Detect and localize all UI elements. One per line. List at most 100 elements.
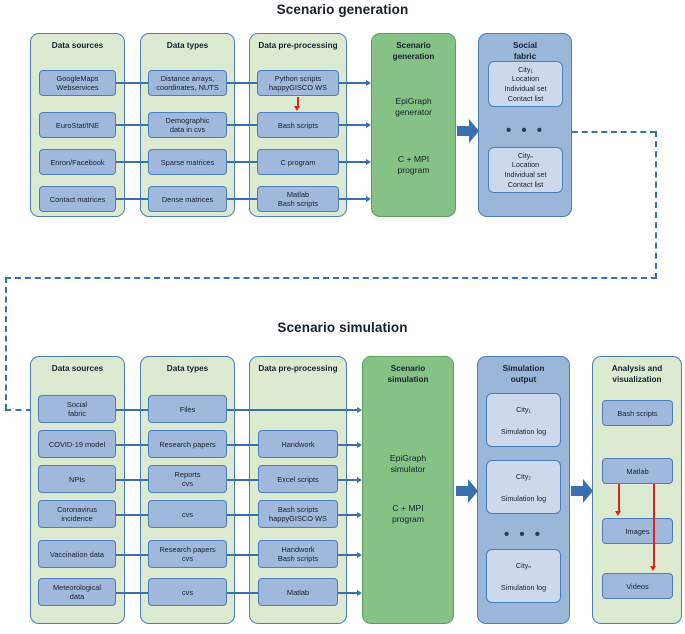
column-header-sim-simulation-output: Simulation output	[502, 364, 545, 384]
node-label: Distance arrays, coordinates, NUTS	[156, 74, 219, 92]
node-label: City₁ Location Individual set Contact li…	[504, 64, 547, 103]
node-label: Reports cvs	[174, 470, 201, 488]
node-gen-type-2: Sparse matrices	[148, 149, 227, 175]
node-sim-analysis-2: Images	[602, 518, 673, 544]
connector-sim-t5-p5	[227, 592, 258, 594]
column-header-gen-scenario-generation: Scenario generation	[392, 41, 435, 61]
node-label: Videos	[626, 581, 649, 591]
node-label: Research papers cvs	[159, 545, 216, 563]
node-sim-analysis-1: Matlab	[602, 458, 673, 484]
node-gen-preproc-0: Python scripts happyGISCO WS	[257, 70, 339, 96]
arrowhead-sim-p4	[357, 551, 362, 558]
node-label: City₂ Simulation log	[500, 471, 547, 503]
node-label: Vaccination data	[49, 549, 105, 559]
arrowhead-sim-p2	[357, 476, 362, 483]
node-sim-analysis-3: Videos	[602, 573, 673, 599]
red-arrow-line-gen	[297, 97, 300, 107]
node-sim-city-2: City₂ Simulation log	[486, 460, 561, 514]
gen-process-text-top: EpiGraph generator	[395, 96, 432, 117]
node-label: Matlab	[626, 466, 649, 476]
node-sim-preproc-2: Excel scripts	[258, 465, 338, 493]
gen-process-text-bottom: C + MPI program	[397, 154, 430, 175]
node-gen-city-n: Cityₙ Location Individual set Contact li…	[488, 147, 563, 193]
gen-social-fabric-ellipsis: • • •	[505, 122, 546, 139]
connector-sim-s0-t0	[116, 409, 148, 411]
arrowhead-gen-p2	[366, 158, 371, 165]
connector-sim-s3-t3	[116, 514, 148, 516]
node-gen-source-2: Enron/Facebook	[39, 149, 116, 175]
node-sim-type-4: Research papers cvs	[148, 540, 227, 568]
node-sim-city-1: City₁ Simulation log	[486, 393, 561, 447]
node-sim-source-3: Coronavirus incidence	[38, 500, 116, 528]
node-label: Bash scripts	[277, 120, 319, 130]
node-sim-preproc-3: Bash scripts happyGISCO WS	[258, 500, 338, 528]
node-gen-source-1: EuroStat/INE	[39, 112, 116, 138]
node-sim-source-2: NPIs	[38, 465, 116, 493]
node-sim-source-0: Social fabric	[38, 395, 116, 423]
arrowhead-sim-p5	[357, 589, 362, 596]
connector-sim-s2-t2	[116, 479, 148, 481]
column-header-gen-data-sources: Data sources	[51, 41, 104, 50]
connector-gen-s3-t3	[116, 198, 148, 200]
connector-sim-t4-p4	[227, 554, 258, 556]
node-sim-type-1: Research papers	[148, 430, 227, 458]
node-label: C program	[280, 157, 316, 167]
feedback-path-seg-left	[5, 277, 7, 410]
connector-sim-p5-proc	[338, 592, 357, 594]
connector-sim-p4-proc	[338, 554, 357, 556]
node-gen-type-1: Demographic data in cvs	[148, 112, 227, 138]
node-label: Matlab Bash scripts	[277, 190, 319, 208]
node-label: Images	[625, 526, 650, 536]
arrowhead-sim-t0	[357, 406, 362, 413]
node-label: EuroStat/INE	[55, 120, 100, 130]
arrowhead-gen-p1	[366, 121, 371, 128]
block-arrow-output-to-analysis	[571, 478, 593, 504]
node-sim-type-2: Reports cvs	[148, 465, 227, 493]
node-label: Contact matrices	[49, 194, 106, 204]
connector-gen-t3-p3	[227, 198, 257, 200]
connector-sim-t1-p1	[227, 444, 258, 446]
node-label: Bash scripts happyGISCO WS	[269, 505, 327, 523]
node-label: Excel scripts	[277, 474, 319, 484]
node-label: City₁ Simulation log	[500, 404, 547, 436]
node-label: Demographic data in cvs	[165, 116, 210, 134]
node-sim-type-3: cvs	[148, 500, 227, 528]
node-gen-source-3: Contact matrices	[39, 186, 116, 212]
feedback-path-seg-bottom	[5, 409, 32, 411]
node-sim-source-4: Vaccination data	[38, 540, 116, 568]
node-label: Handwork	[281, 439, 315, 449]
arrowhead-gen-p3	[366, 195, 371, 202]
node-sim-city-n: Cityₙ Simulation log	[486, 549, 561, 603]
sim-output-ellipsis: • • •	[503, 526, 544, 543]
red-arrow-head-matlab-videos	[650, 566, 657, 571]
node-label: Social fabric	[66, 400, 88, 418]
feedback-path-seg-top	[572, 131, 656, 133]
connector-sim-p2-proc	[338, 479, 357, 481]
sim-process-text-bottom: C + MPI program	[392, 503, 424, 524]
node-label: Dense matrices	[161, 194, 214, 204]
column-header-sim-data-sources: Data sources	[51, 364, 104, 373]
column-header-sim-pre-processing: Data pre-processing	[258, 364, 338, 373]
connector-gen-p1-proc	[339, 124, 366, 126]
connector-gen-t1-p1	[227, 124, 257, 126]
node-sim-preproc-4: Handwork Bash scripts	[258, 540, 338, 568]
connector-sim-p1-proc	[338, 444, 357, 446]
red-arrow-head-gen	[294, 106, 301, 111]
node-label: Cityₙ Simulation log	[500, 560, 547, 592]
node-gen-type-0: Distance arrays, coordinates, NUTS	[148, 70, 227, 96]
column-gen-scenario-generation: Scenario generation EpiGraph generator C…	[371, 33, 456, 217]
node-label: Python scripts happyGISCO WS	[269, 74, 327, 92]
connector-gen-s0-t0	[116, 82, 148, 84]
node-label: Bash scripts	[617, 408, 658, 418]
node-gen-preproc-3: Matlab Bash scripts	[257, 186, 339, 212]
node-gen-preproc-2: C program	[257, 149, 339, 175]
column-header-sim-data-types: Data types	[166, 364, 209, 373]
node-sim-source-1: COVID-19 model	[38, 430, 116, 458]
connector-gen-p0-proc	[339, 82, 366, 84]
node-sim-type-0: Files	[148, 395, 227, 423]
node-label: Handwork Bash scripts	[277, 545, 319, 563]
node-gen-city-1: City₁ Location Individual set Contact li…	[488, 61, 563, 107]
connector-sim-s4-t4	[116, 554, 148, 556]
node-gen-type-3: Dense matrices	[148, 186, 227, 212]
column-header-sim-scenario-simulation: Scenario simulation	[387, 364, 429, 384]
